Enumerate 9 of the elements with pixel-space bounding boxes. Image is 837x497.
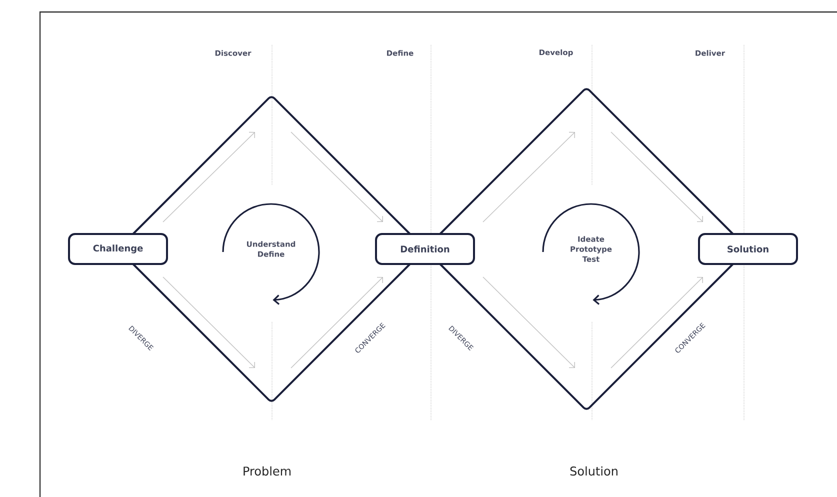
section-title: Solution bbox=[570, 466, 618, 476]
section-title: Problem bbox=[244, 466, 291, 476]
diamond-line bbox=[439, 263, 734, 410]
stage-box: Solution bbox=[698, 233, 798, 265]
diamond-line bbox=[439, 88, 734, 235]
diamond-line bbox=[132, 263, 411, 402]
diamond-line bbox=[132, 96, 411, 235]
stage-box: Challenge bbox=[68, 233, 168, 265]
stage-box: Definition bbox=[375, 233, 475, 265]
